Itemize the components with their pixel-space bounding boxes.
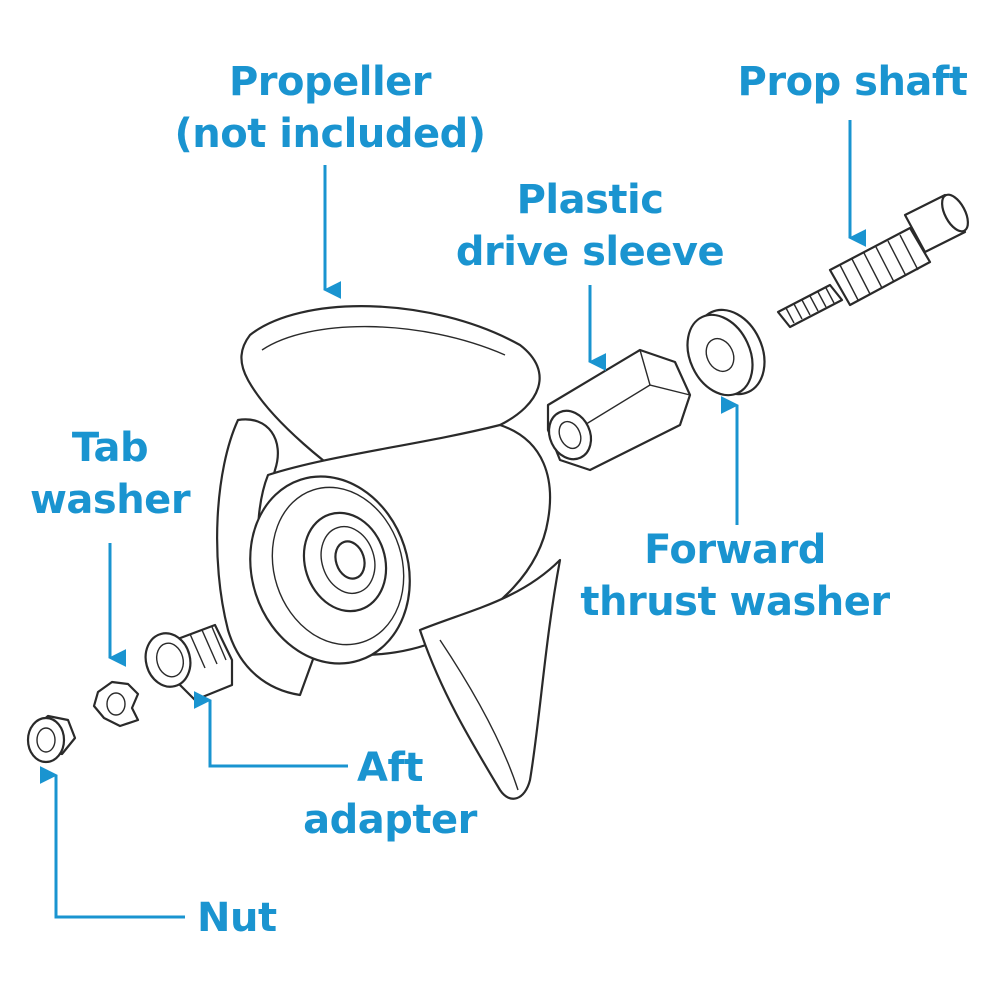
label-tab-washer-line1: Tab [71,425,149,471]
arrow-nut [39,766,185,919]
label-aft-adapter-line2: adapter [303,797,477,843]
label-aft-adapter-line1: Aft [357,745,423,791]
label-tab-washer-line2: washer [29,477,191,523]
label-propeller-line1: Propeller [228,59,432,105]
label-prop-shaft-line1: Prop shaft [737,59,968,105]
prop-shaft-drawing [776,193,969,329]
nut-drawing [26,714,77,764]
label-drive-sleeve-line1: Plastic [516,177,664,223]
aft-adapter-drawing [144,623,234,702]
label-drive-sleeve-line2: drive sleeve [455,229,725,275]
label-prop-shaft: Prop shaft [730,56,975,108]
label-thrust-washer-line2: thrust washer [580,579,890,625]
callout-arrows [39,120,867,919]
thrust-washer-drawing [686,308,766,397]
label-aft-adapter: Aft adapter [300,742,480,846]
label-thrust-washer: Forward thrust washer [575,524,895,628]
label-propeller-line2: (not included) [174,111,486,157]
label-nut: Nut [197,892,277,944]
drive-sleeve-drawing [546,348,692,472]
arrow-aft-adapter [193,691,348,768]
label-thrust-washer-line1: Forward [644,527,826,573]
label-tab-washer: Tab washer [20,422,200,526]
tab-washer-drawing [92,680,140,728]
label-drive-sleeve: Plastic drive sleeve [450,174,730,278]
propeller-drawing [216,305,562,800]
label-propeller: Propeller (not included) [150,56,510,160]
label-nut-line1: Nut [197,895,277,941]
